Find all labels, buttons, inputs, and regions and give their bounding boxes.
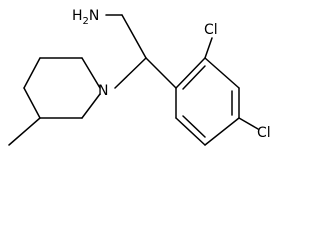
bond-ar-2 bbox=[204, 57, 240, 89]
bond-ar-double-3 bbox=[182, 115, 206, 138]
bond-ch2-ch bbox=[121, 14, 147, 59]
amine-nitrogen: N bbox=[89, 8, 99, 24]
bond-ar-1 bbox=[175, 57, 206, 89]
amine-subscript: 2 bbox=[83, 16, 89, 27]
structure-diagram: H2N N Cl Cl bbox=[8, 8, 271, 146]
bond-cl-top bbox=[204, 37, 213, 59]
bond-ch-aryl bbox=[145, 57, 177, 89]
bond-cl-para bbox=[238, 117, 259, 130]
bond-pip-3 bbox=[23, 57, 41, 89]
bond-ar-double-1 bbox=[182, 65, 206, 90]
amine-hydrogen: H bbox=[72, 8, 83, 24]
bond-ch-n bbox=[114, 57, 147, 89]
piperidine-n-label: N bbox=[98, 83, 108, 99]
amine-label: H2N bbox=[72, 8, 99, 27]
bond-pip-1 bbox=[81, 57, 101, 89]
bond-ar-5 bbox=[175, 117, 206, 146]
bond-ar-4 bbox=[204, 117, 240, 146]
bond-pip-4 bbox=[23, 87, 41, 119]
bond-methyl bbox=[8, 117, 41, 146]
chlorine-para-label: Cl bbox=[257, 125, 271, 141]
molecule-canvas: H2N N Cl Cl bbox=[8, 8, 271, 146]
bond-pip-6 bbox=[81, 93, 101, 119]
chlorine-top-label: Cl bbox=[204, 22, 218, 38]
